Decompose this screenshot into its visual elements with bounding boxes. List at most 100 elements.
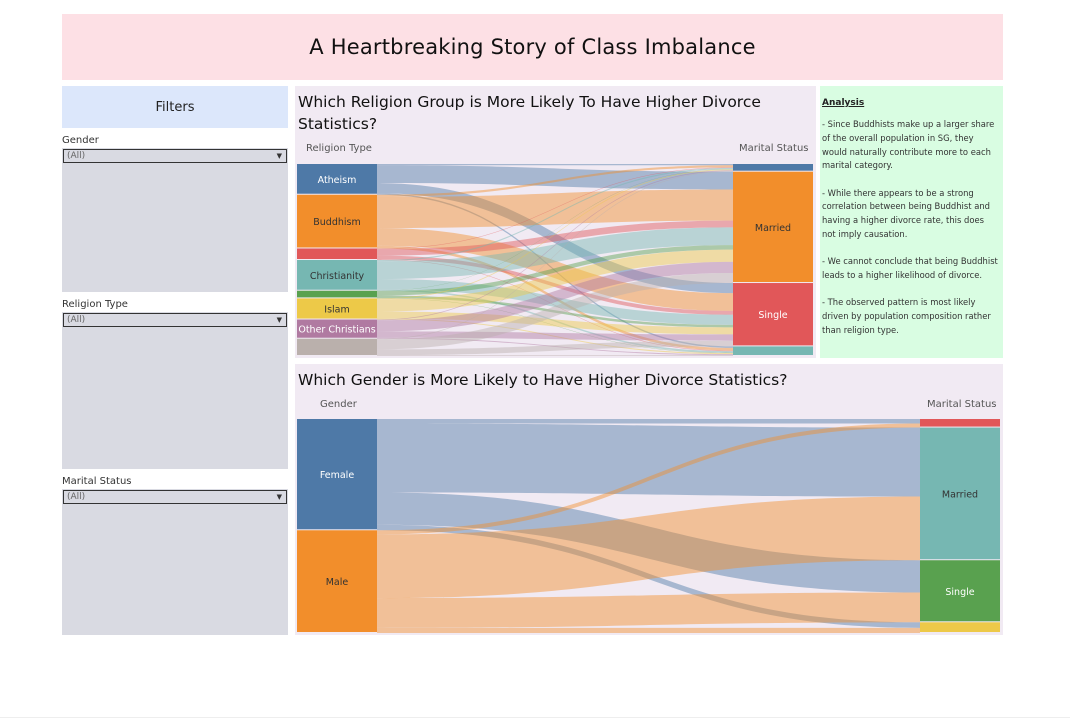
- sankey-target-node: [920, 427, 1000, 560]
- sankey-link: [377, 627, 920, 633]
- sankey-link: [377, 228, 733, 311]
- religion-right-header: Marital Status: [739, 143, 809, 154]
- gender-filter: Gender (All) ▼: [62, 134, 288, 292]
- marital-status-filter-value: (All): [67, 492, 86, 502]
- sankey-link: [377, 311, 733, 335]
- analysis-paragraph: - While there appears to be a strong cor…: [822, 187, 990, 240]
- filters-header: Filters: [62, 86, 288, 128]
- sankey-link: [377, 164, 733, 166]
- page-divider: [0, 717, 1070, 718]
- sankey-node-label: Christianity: [310, 271, 365, 282]
- sankey-link: [377, 289, 733, 353]
- religion-chart-title: Which Religion Group is More Likely To H…: [298, 93, 761, 133]
- sankey-node-label: Married: [942, 489, 978, 500]
- gender-left-header: Gender: [320, 399, 357, 410]
- sankey-link: [377, 419, 920, 424]
- sankey-link: [377, 167, 733, 262]
- sankey-link: [377, 169, 733, 292]
- sankey-link: [377, 245, 733, 351]
- sankey-source-node: [297, 298, 377, 319]
- sankey-node-label: Buddhism: [313, 217, 360, 228]
- sankey-target-node: [920, 622, 1000, 632]
- sankey-link: [377, 337, 733, 356]
- sankey-node-label: Male: [326, 577, 349, 588]
- religion-sankey-panel: Which Religion Group is More Likely To H…: [295, 86, 816, 358]
- gender-filter-dropdown[interactable]: (All) ▼: [63, 149, 287, 163]
- sankey-source-node: [297, 194, 377, 248]
- religion-type-filter-value: (All): [67, 315, 86, 325]
- sankey-target-node: [733, 283, 813, 346]
- gender-right-header: Marital Status: [927, 399, 997, 410]
- sankey-link: [377, 170, 733, 321]
- sankey-source-node: [297, 248, 377, 259]
- religion-type-filter-label: Religion Type: [62, 298, 288, 312]
- sankey-node-label: Atheism: [318, 175, 357, 186]
- sankey-node-label: Islam: [324, 304, 349, 315]
- sankey-link: [377, 340, 733, 356]
- analysis-paragraph: - The observed pattern is most likely dr…: [822, 297, 991, 336]
- sankey-source-node: [297, 290, 377, 298]
- sankey-links: [377, 419, 920, 633]
- religion-left-header: Religion Type: [306, 143, 372, 154]
- sankey-link: [377, 273, 733, 350]
- sankey-link: [377, 592, 920, 628]
- analysis-paragraph: - Since Buddhists make up a larger share…: [822, 119, 995, 171]
- analysis-panel: Analysis - Since Buddhists make up a lar…: [820, 86, 1003, 358]
- sankey-link: [377, 298, 733, 354]
- sankey-link: [377, 167, 733, 249]
- sankey-link: [377, 355, 733, 356]
- dashboard-title-banner: A Heartbreaking Story of Class Imbalance: [62, 14, 1003, 80]
- marital-status-filter-label: Marital Status: [62, 475, 288, 489]
- sankey-link: [377, 220, 733, 256]
- sankey-link: [377, 170, 733, 340]
- sankey-link: [377, 492, 920, 593]
- sankey-link: [377, 496, 920, 599]
- gender-sankey-panel: Which Gender is More Likely to Have High…: [295, 364, 1003, 635]
- sankey-link: [377, 318, 733, 355]
- analysis-paragraph: - We cannot conclude that being Buddhist…: [822, 256, 998, 281]
- dashboard-title: A Heartbreaking Story of Class Imbalance: [309, 35, 756, 59]
- sankey-link: [377, 524, 920, 628]
- marital-status-filter-dropdown[interactable]: (All) ▼: [63, 490, 287, 504]
- sankey-links: [377, 164, 733, 356]
- sankey-link: [377, 331, 733, 341]
- sankey-link: [377, 169, 733, 300]
- sankey-link: [377, 165, 733, 197]
- sankey-link: [377, 255, 733, 315]
- sankey-node-label: Single: [758, 310, 787, 321]
- chevron-down-icon: ▼: [276, 493, 282, 501]
- sankey-link: [377, 183, 733, 294]
- sankey-target-node: [733, 171, 813, 283]
- gender-filter-panel: (All) ▼: [62, 148, 288, 292]
- sankey-link: [377, 423, 920, 535]
- religion-type-filter: Religion Type (All) ▼: [62, 298, 288, 469]
- sankey-node-label: Female: [320, 470, 355, 481]
- sankey-link: [377, 193, 733, 348]
- sankey-link: [377, 295, 733, 328]
- sankey-node-label: Other Christians: [298, 325, 375, 336]
- sankey-source-node: [297, 530, 377, 632]
- sankey-target-node: [920, 560, 1000, 622]
- marital-status-filter-panel: (All) ▼: [62, 489, 288, 635]
- sankey-link: [377, 261, 733, 332]
- analysis-title: Analysis: [822, 98, 865, 108]
- sankey-source-node: [297, 260, 377, 290]
- gender-filter-label: Gender: [62, 134, 288, 148]
- chevron-down-icon: ▼: [276, 152, 282, 160]
- sankey-link: [377, 165, 733, 190]
- sankey-link: [377, 259, 733, 352]
- sankey-link: [377, 423, 920, 497]
- sankey-node-label: Married: [755, 223, 791, 234]
- sankey-link: [377, 245, 733, 296]
- sankey-link: [377, 279, 733, 325]
- religion-type-filter-dropdown[interactable]: (All) ▼: [63, 313, 287, 327]
- sankey-link: [377, 249, 733, 312]
- sankey-target-node: [733, 346, 813, 355]
- sankey-source-node: [297, 164, 377, 194]
- sankey-source-node: [297, 319, 377, 338]
- gender-chart-title: Which Gender is More Likely to Have High…: [298, 371, 788, 389]
- sankey-source-node: [297, 338, 377, 355]
- sankey-source-node: [297, 419, 377, 530]
